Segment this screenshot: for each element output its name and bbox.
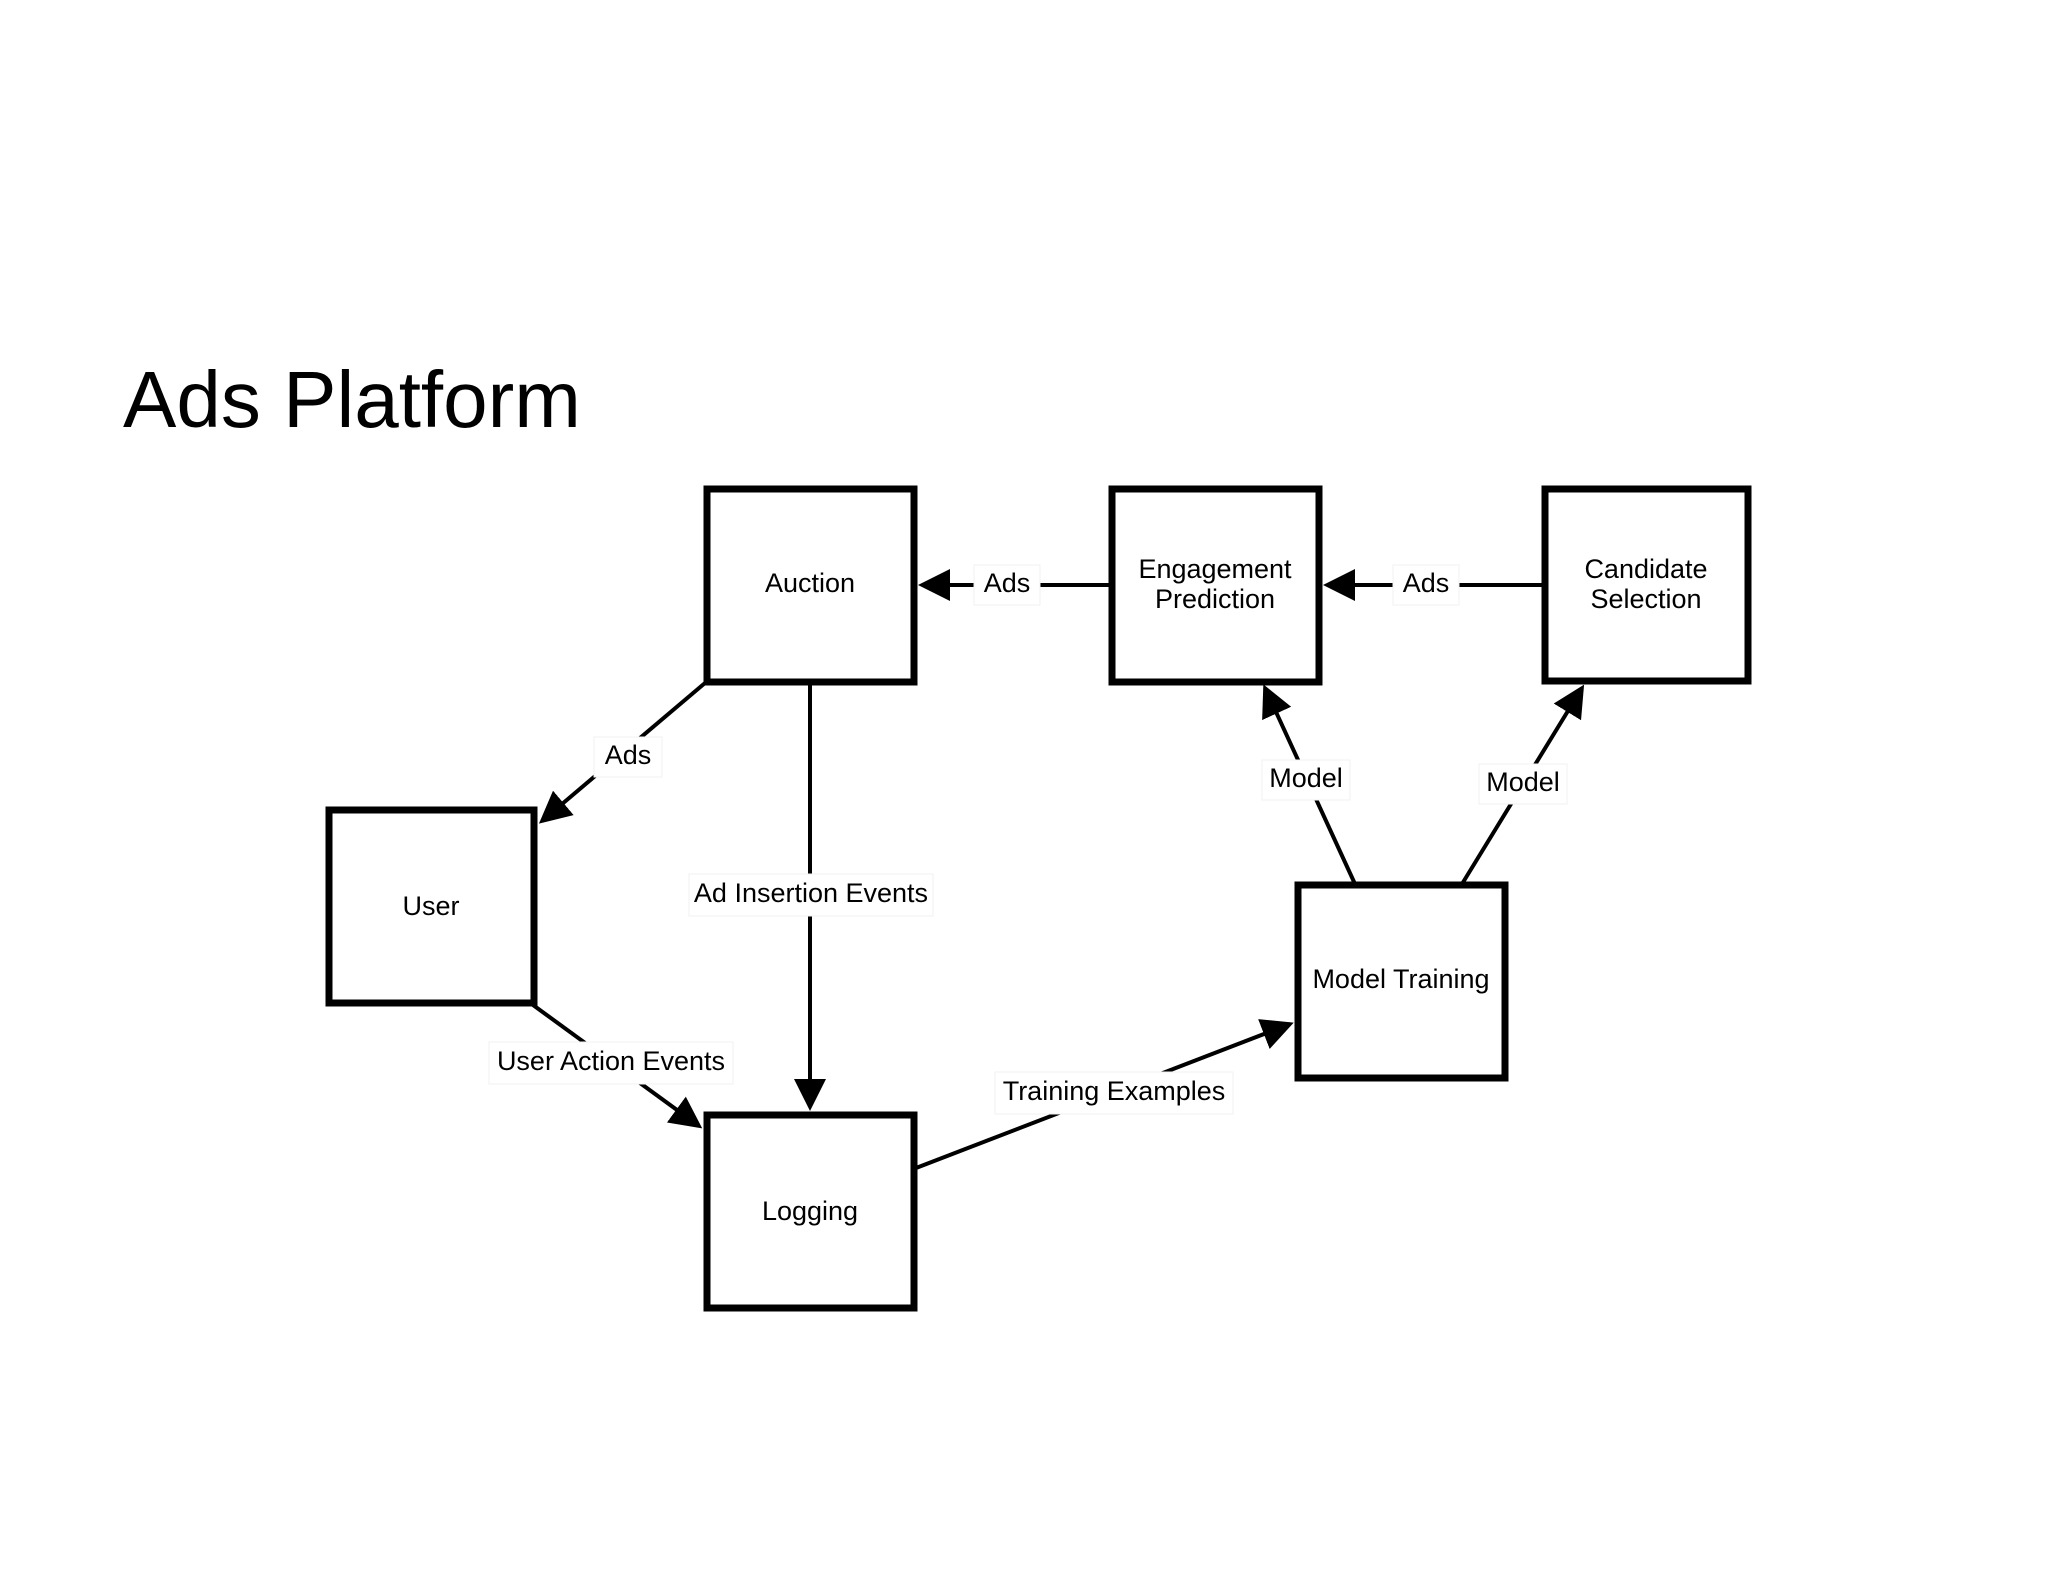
node-candidate-selection: Candidate Selection [1541, 485, 1752, 685]
node-user: User [325, 806, 538, 1007]
edge-label-auction-to-user: Ads [593, 736, 663, 778]
edge-label-user-to-logging: User Action Events [488, 1041, 734, 1085]
edge-label-model-training-to-candidate: Model [1478, 763, 1568, 805]
node-logging: Logging [703, 1111, 918, 1312]
edge-label-text: Ads [1403, 568, 1450, 598]
node-model-training-label: Model Training [1312, 964, 1489, 994]
node-user-label: User [402, 891, 459, 921]
edge-label-auction-to-logging: Ad Insertion Events [688, 873, 934, 917]
edge-label-logging-to-model-training: Training Examples [994, 1071, 1234, 1115]
node-logging-label: Logging [762, 1196, 858, 1226]
edge-label-text: Model [1486, 767, 1560, 797]
edge-label-text: Ad Insertion Events [694, 878, 928, 908]
edge-label-model-training-to-engagement: Model [1261, 759, 1351, 801]
node-engagement-prediction-label-line1: Engagement [1138, 554, 1292, 584]
edge-label-text: User Action Events [497, 1046, 725, 1076]
edge-label-text: Ads [605, 740, 652, 770]
node-model-training: Model Training [1294, 881, 1509, 1082]
node-engagement-prediction: Engagement Prediction [1108, 485, 1323, 686]
node-candidate-selection-label-line2: Selection [1590, 584, 1701, 614]
edge-label-candidate-to-engagement: Ads [1392, 564, 1460, 606]
node-auction-label: Auction [765, 568, 855, 598]
slide-title: Ads Platform [123, 355, 581, 444]
edge-label-text: Model [1269, 763, 1343, 793]
node-auction: Auction [703, 485, 918, 686]
edge-label-engagement-to-auction: Ads [973, 564, 1041, 606]
node-candidate-selection-label-line1: Candidate [1584, 554, 1707, 584]
node-engagement-prediction-label-line2: Prediction [1155, 584, 1275, 614]
edge-label-text: Training Examples [1003, 1076, 1226, 1106]
edge-label-text: Ads [984, 568, 1031, 598]
